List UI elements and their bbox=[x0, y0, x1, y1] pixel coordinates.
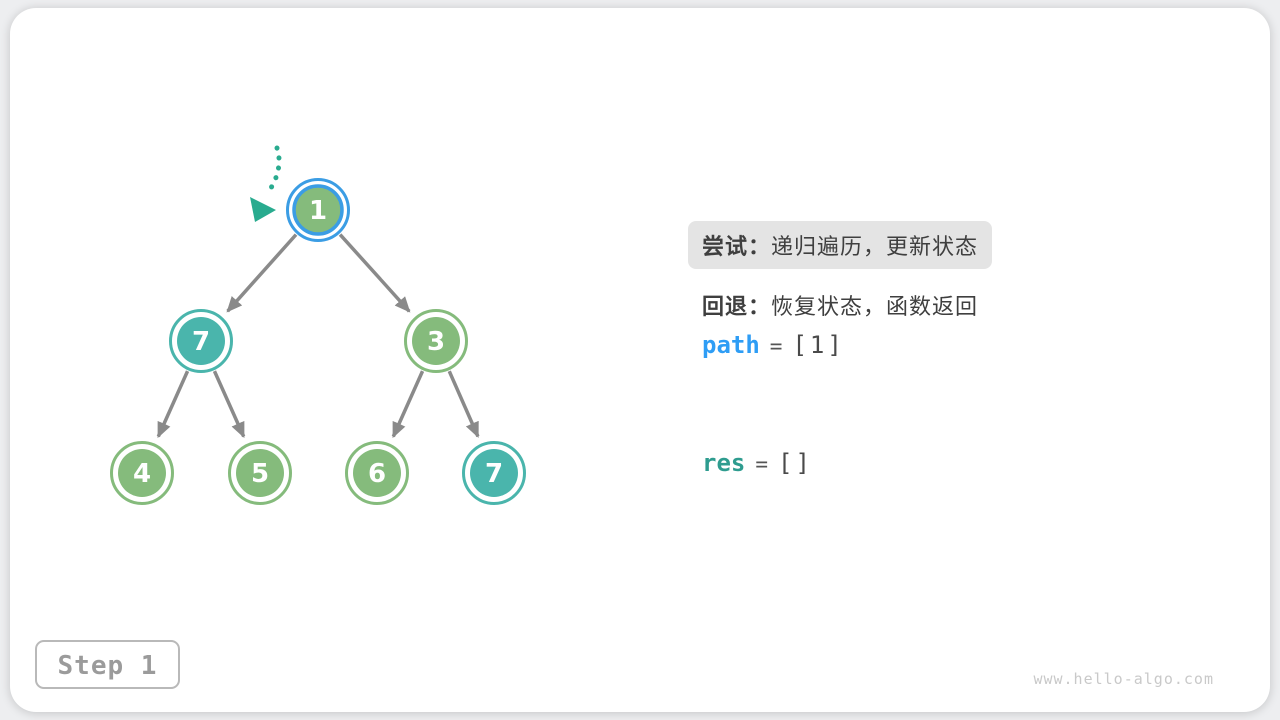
path-variable-name: path bbox=[702, 331, 760, 359]
path-variable-value: [1] bbox=[792, 331, 845, 359]
step-badge: Step 1 bbox=[35, 640, 180, 689]
tree-edge bbox=[391, 370, 425, 439]
tree-node: 6 bbox=[345, 441, 409, 505]
tree-node: 3 bbox=[404, 309, 468, 373]
tree-node: 7 bbox=[169, 309, 233, 373]
path-variable-line: path = [1] bbox=[702, 331, 845, 359]
legend-try-text: 递归遍历，更新状态 bbox=[771, 234, 979, 259]
tree-node: 4 bbox=[110, 441, 174, 505]
tree-node-value: 6 bbox=[368, 459, 386, 489]
tree-node: 1 bbox=[286, 178, 350, 242]
tree-edges bbox=[156, 233, 480, 439]
path-equals-sign: = bbox=[769, 334, 783, 358]
figure-card: 1 7 3 4 5 6 7 尝试：递归遍历，更新状态 回退：恢复状态，函数返回 path = [… bbox=[10, 8, 1270, 712]
tree-node-value: 7 bbox=[192, 327, 210, 357]
res-variable-value: [] bbox=[778, 449, 813, 477]
tree-node: 5 bbox=[228, 441, 292, 505]
res-variable-line: res = [] bbox=[702, 449, 813, 477]
tree-edge bbox=[156, 370, 190, 439]
legend-try-highlight: 尝试：递归遍历，更新状态 bbox=[688, 221, 993, 269]
res-variable-name: res bbox=[702, 449, 746, 477]
legend-back-label: 回退： bbox=[702, 294, 772, 319]
tree-edge bbox=[338, 233, 411, 313]
tree-edge bbox=[447, 370, 480, 438]
tree-nodes: 1 7 3 4 5 6 7 bbox=[110, 178, 526, 505]
legend-try-label: 尝试： bbox=[702, 234, 772, 259]
res-equals-sign: = bbox=[755, 452, 769, 476]
tree-node-value: 7 bbox=[485, 459, 503, 489]
watermark-url: www.hello-algo.com bbox=[1033, 670, 1214, 688]
tree-edge bbox=[212, 370, 246, 439]
pointer-arrowhead-icon bbox=[250, 197, 276, 222]
tree-node: 7 bbox=[462, 441, 526, 505]
tree-node-value: 5 bbox=[251, 459, 269, 489]
legend-try-line: 尝试：递归遍历，更新状态 bbox=[702, 234, 978, 259]
tree-edge bbox=[226, 233, 298, 313]
current-pointer-arrow bbox=[250, 145, 282, 222]
binary-tree-diagram: 1 7 3 4 5 6 7 bbox=[110, 145, 526, 505]
legend-back-line: 回退：恢复状态，函数返回 bbox=[702, 289, 978, 321]
legend-back-text: 恢复状态，函数返回 bbox=[771, 294, 979, 319]
pointer-dotted-path bbox=[264, 145, 282, 197]
tree-node-value: 3 bbox=[427, 327, 445, 357]
tree-node-value: 1 bbox=[309, 196, 327, 226]
tree-node-value: 4 bbox=[133, 459, 151, 489]
